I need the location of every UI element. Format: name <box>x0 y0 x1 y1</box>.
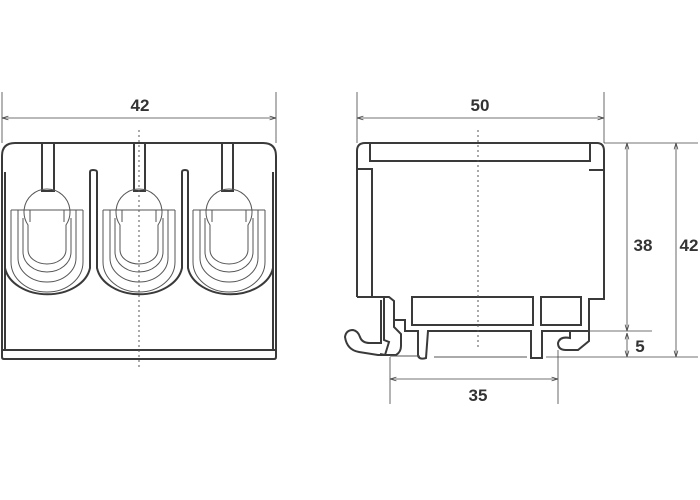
total-height-label: 42 <box>680 236 699 255</box>
wire-pocket <box>4 168 274 296</box>
side-view: 50 38 5 42 35 <box>343 92 699 405</box>
pocket-detail <box>192 210 266 293</box>
pocket-detail <box>211 210 247 222</box>
inner-chamber <box>540 296 582 326</box>
pocket-detail <box>29 210 65 222</box>
wire-hole <box>115 188 163 265</box>
pocket-detail <box>10 210 84 293</box>
rail-height-label: 5 <box>635 337 644 356</box>
housing-outline <box>1 142 277 360</box>
front-view: 42 <box>1 92 277 368</box>
pocket-detail <box>22 218 72 273</box>
front-width-label: 42 <box>131 96 150 115</box>
wire-hole <box>23 188 71 265</box>
pocket-detail <box>199 210 259 283</box>
wire-hole <box>205 188 253 265</box>
pocket-detail <box>17 210 77 283</box>
rail-width-label: 35 <box>469 386 488 405</box>
inner-chamber <box>411 296 534 326</box>
pocket-detail <box>204 218 254 273</box>
side-height-label: 38 <box>634 236 653 255</box>
side-width-label: 50 <box>471 96 490 115</box>
pocket-detail <box>121 210 157 222</box>
